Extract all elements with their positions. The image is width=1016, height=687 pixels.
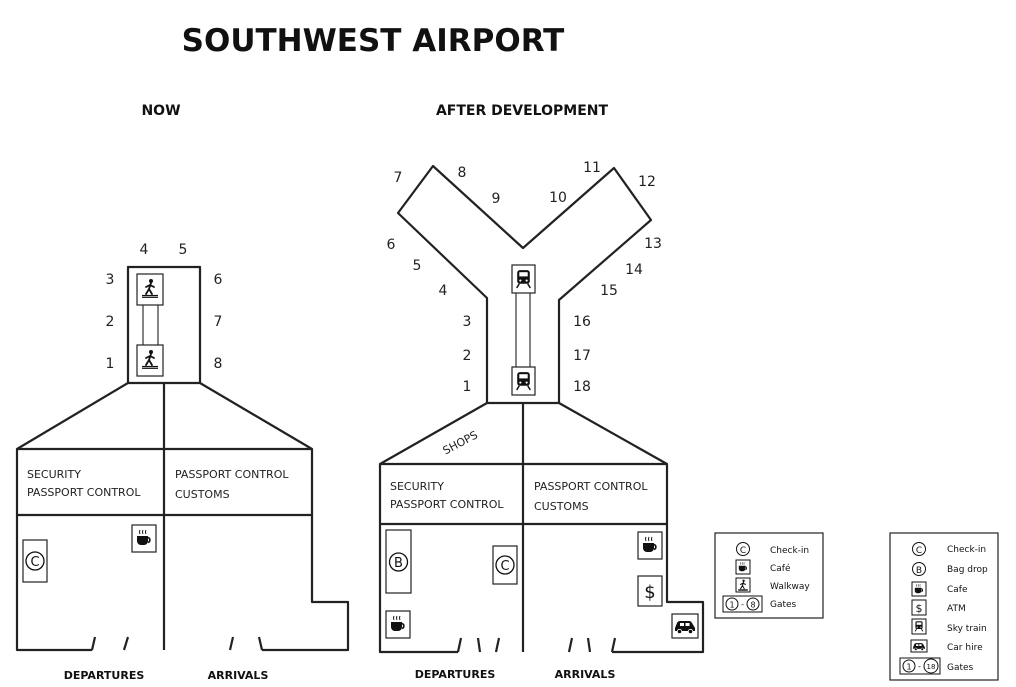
gate-number: 15 bbox=[600, 283, 618, 299]
legend-label: Bag drop bbox=[947, 565, 988, 575]
gate-number: 7 bbox=[394, 170, 403, 186]
svg-text:C: C bbox=[500, 559, 509, 574]
after-y-pier bbox=[396, 164, 653, 403]
svg-text:B: B bbox=[916, 566, 922, 576]
gate-number: 4 bbox=[140, 242, 149, 258]
check-in-icon: C bbox=[492, 545, 518, 585]
now-heading: NOW bbox=[141, 103, 180, 119]
now-terminal-plan: 1 2 3 4 5 6 7 8 SECURITY PASSPORT CONTRO… bbox=[15, 242, 350, 682]
legend-label: Sky train bbox=[947, 624, 987, 634]
gate-number: 4 bbox=[439, 283, 448, 299]
after-heading: AFTER DEVELOPMENT bbox=[436, 103, 609, 119]
legend-label: Check-in bbox=[947, 545, 986, 555]
atm-icon: $ bbox=[911, 599, 927, 616]
cafe-icon bbox=[385, 610, 411, 639]
legend-after: C Check-in B Bag drop Cafe $ ATM Sky tra… bbox=[889, 532, 999, 681]
gate-number: 12 bbox=[638, 174, 656, 190]
after-building-outline bbox=[378, 401, 705, 654]
bag-drop-icon: B bbox=[912, 562, 926, 576]
zone-label: SECURITY bbox=[390, 480, 444, 493]
sky-train-icon bbox=[511, 366, 536, 396]
gate-number: 7 bbox=[214, 314, 223, 330]
gates-icon: 1 - 8 bbox=[722, 595, 763, 613]
svg-text:-: - bbox=[918, 662, 921, 671]
legend-label: Check-in bbox=[770, 546, 809, 556]
svg-text:$: $ bbox=[916, 602, 923, 615]
cafe-icon bbox=[735, 559, 751, 575]
gate-number: 5 bbox=[179, 242, 188, 258]
cafe-icon bbox=[131, 524, 157, 553]
svg-text:1: 1 bbox=[906, 663, 911, 672]
gate-number: 14 bbox=[625, 262, 643, 278]
sky-train-icon bbox=[511, 264, 536, 294]
bag-drop-icon: B bbox=[385, 529, 412, 594]
check-in-icon: C bbox=[912, 542, 926, 556]
legend-label: Café bbox=[770, 563, 791, 574]
page-title: SOUTHWEST AIRPORT bbox=[182, 23, 565, 59]
check-in-icon: C bbox=[736, 542, 750, 556]
svg-text:B: B bbox=[394, 556, 403, 571]
zone-label: CUSTOMS bbox=[175, 488, 230, 501]
legend-now: C Check-in Café Walkway 1 - 8 Gates bbox=[714, 532, 824, 619]
svg-text:-: - bbox=[741, 600, 744, 609]
cafe-icon bbox=[911, 581, 927, 597]
after-terminal-plan: SHOPS 1 2 3 4 5 6 7 8 9 10 11 12 13 14 1… bbox=[378, 160, 705, 681]
atm-icon: $ bbox=[637, 575, 663, 607]
arrivals-label: ARRIVALS bbox=[208, 669, 269, 682]
gate-number: 16 bbox=[573, 314, 591, 330]
svg-text:C: C bbox=[740, 546, 746, 556]
gate-number: 3 bbox=[106, 272, 115, 288]
walkway-icon bbox=[735, 577, 751, 593]
departures-label: DEPARTURES bbox=[415, 668, 496, 681]
legend-label: Car hire bbox=[947, 643, 983, 653]
gate-number: 18 bbox=[573, 379, 591, 395]
now-building-outline bbox=[15, 382, 350, 652]
gate-number: 2 bbox=[463, 348, 472, 364]
car-hire-icon bbox=[910, 639, 928, 653]
gate-number: 17 bbox=[573, 348, 591, 364]
svg-text:18: 18 bbox=[927, 663, 936, 671]
gate-number: 2 bbox=[106, 314, 115, 330]
gate-number: 9 bbox=[492, 191, 501, 207]
zone-label: SECURITY bbox=[27, 468, 81, 481]
svg-text:C: C bbox=[916, 546, 922, 556]
legend-label: Gates bbox=[947, 663, 974, 673]
check-in-icon: C bbox=[22, 539, 48, 583]
svg-text:$: $ bbox=[644, 582, 655, 603]
gate-number: 8 bbox=[214, 356, 223, 372]
zone-label: PASSPORT CONTROL bbox=[27, 486, 141, 499]
car-hire-icon bbox=[671, 613, 699, 639]
legend-label: Walkway bbox=[770, 582, 810, 592]
walkway-icon bbox=[136, 273, 164, 306]
gate-number: 1 bbox=[106, 356, 115, 372]
gate-number: 5 bbox=[413, 258, 422, 274]
zone-label: PASSPORT CONTROL bbox=[534, 480, 648, 493]
departures-label: DEPARTURES bbox=[64, 669, 145, 682]
cafe-icon bbox=[637, 531, 663, 560]
gate-number: 6 bbox=[214, 272, 223, 288]
gates-icon: 1 - 18 bbox=[899, 657, 941, 675]
gate-number: 3 bbox=[463, 314, 472, 330]
legend-label: ATM bbox=[947, 604, 966, 614]
legend-label: Gates bbox=[770, 600, 797, 610]
svg-text:8: 8 bbox=[750, 601, 755, 610]
sky-train-icon bbox=[911, 618, 927, 635]
gate-number: 10 bbox=[549, 190, 567, 206]
legend-label: Cafe bbox=[947, 585, 968, 595]
arrivals-label: ARRIVALS bbox=[555, 668, 616, 681]
zone-label: PASSPORT CONTROL bbox=[175, 468, 289, 481]
gate-number: 8 bbox=[458, 165, 467, 181]
svg-text:C: C bbox=[30, 555, 39, 570]
gate-number: 1 bbox=[463, 379, 472, 395]
zone-label: CUSTOMS bbox=[534, 500, 589, 513]
gate-number: 6 bbox=[387, 237, 396, 253]
shops-label: SHOPS bbox=[441, 428, 480, 457]
svg-text:1: 1 bbox=[729, 601, 734, 610]
walkway-icon bbox=[136, 344, 164, 377]
zone-label: PASSPORT CONTROL bbox=[390, 498, 504, 511]
gate-number: 13 bbox=[644, 236, 662, 252]
gate-number: 11 bbox=[583, 160, 601, 176]
